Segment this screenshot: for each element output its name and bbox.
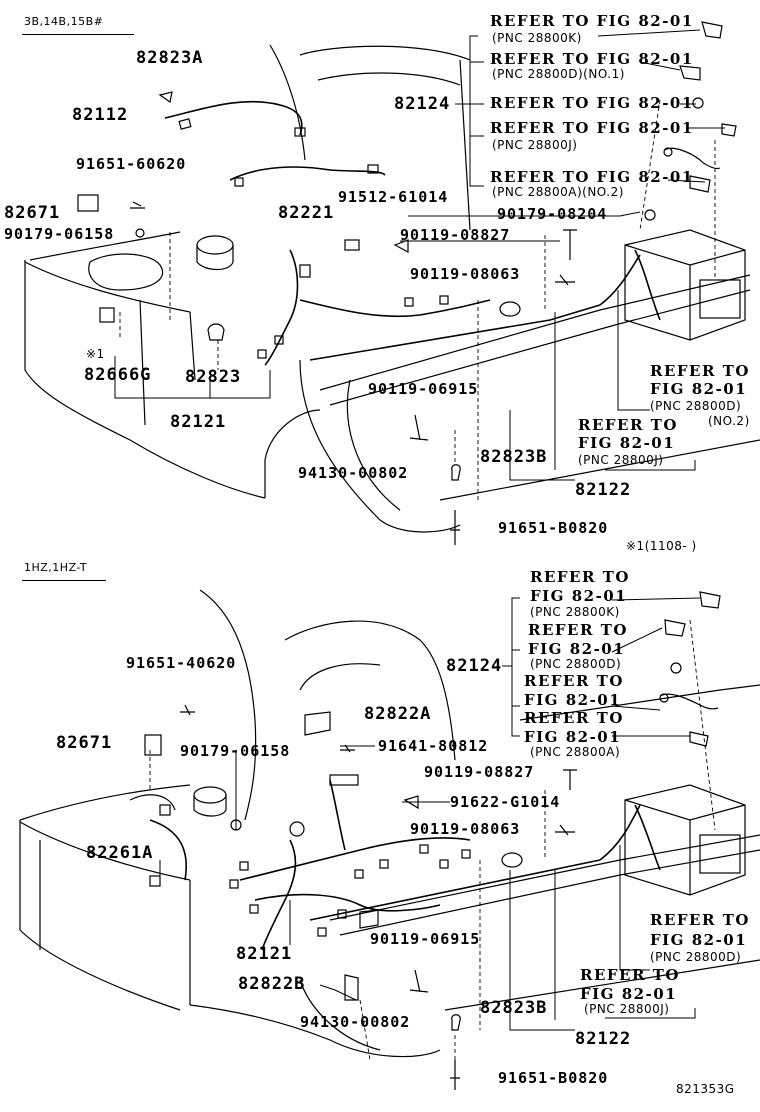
top-ref-right-1-extra: (NO.2) <box>708 414 750 428</box>
part-82823: 82823 <box>185 367 242 387</box>
bottom-ref-bracket <box>159 597 701 1031</box>
top-ref-4: REFER TO FIG 82-01 <box>490 119 694 137</box>
top-ref-icons <box>663 21 737 193</box>
bottom-ref-icons <box>659 591 721 747</box>
top-ref-1: REFER TO FIG 82-01 <box>490 12 694 30</box>
part-82124-top: 82124 <box>394 94 451 114</box>
part-91512-61014: 91512-61014 <box>338 188 449 206</box>
top-ref-2-pnc: (PNC 28800D)(NO.1) <box>492 67 625 81</box>
bottom-ref-3-l1: REFER TO <box>524 672 624 690</box>
top-ref-right-2-pnc: (PNC 28800J) <box>578 453 664 467</box>
part-82261A: 82261A <box>86 843 154 863</box>
part-90179-06158-top: 90179-06158 <box>4 225 115 243</box>
bottom-ref-4-pnc: (PNC 28800A) <box>530 745 621 759</box>
top-ref-4-pnc: (PNC 28800J) <box>492 138 578 152</box>
part-82666G: 82666G <box>84 365 152 385</box>
top-ref-5: REFER TO FIG 82-01 <box>490 168 694 186</box>
top-ref-right-2-l1: REFER TO <box>578 416 678 434</box>
part-82121-top: 82121 <box>170 412 227 432</box>
part-82671-bottom: 82671 <box>56 733 113 753</box>
part-82823B-top: 82823B <box>480 447 548 467</box>
bottom-ref-2-pnc: (PNC 28800D) <box>530 657 622 671</box>
top-engine-label: 3B,14B,15B# <box>24 15 104 28</box>
bottom-drawing <box>19 589 760 1090</box>
bottom-engine-label: 1HZ,1HZ-T <box>24 561 88 574</box>
top-ref-1-pnc: (PNC 28800K) <box>492 31 582 45</box>
part-82221: 82221 <box>278 203 335 223</box>
part-91651-B0820-top: 91651-B0820 <box>498 519 609 537</box>
top-ref-2: REFER TO FIG 82-01 <box>490 50 694 68</box>
part-82822A: 82822A <box>364 704 432 724</box>
part-90119-06915-bottom: 90119-06915 <box>370 930 481 948</box>
part-82822B: 82822B <box>238 974 306 994</box>
top-ref-right-2-l2: FIG 82-01 <box>578 434 676 452</box>
part-82823A-top: 82823A <box>136 48 204 68</box>
top-ref-5-pnc: (PNC 28800A)(NO.2) <box>492 185 624 199</box>
part-90119-08063-bottom: 90119-08063 <box>410 820 521 838</box>
bottom-ref-1-pnc: (PNC 28800K) <box>530 605 620 619</box>
part-90119-08827-top: 90119-08827 <box>400 226 511 244</box>
part-82671-top: 82671 <box>4 203 61 223</box>
bottom-ref-right-2-l2: FIG 82-01 <box>580 985 678 1003</box>
part-91622-G1014: 91622-G1014 <box>450 793 561 811</box>
bottom-ref-right-1-pnc: (PNC 28800D) <box>650 950 742 964</box>
part-91641-80812: 91641-80812 <box>378 737 489 755</box>
top-drawing <box>24 44 760 545</box>
bottom-ref-1-l1: REFER TO <box>530 568 630 586</box>
top-engine-label-box: 3B,14B,15B# <box>22 14 134 35</box>
part-91651-B0820-bottom: 91651-B0820 <box>498 1069 609 1087</box>
note-mark: ※1 <box>86 347 105 361</box>
top-ref-right-1-l2: FIG 82-01 <box>650 380 748 398</box>
bottom-ref-2-l2: FIG 82-01 <box>528 640 626 658</box>
footnote: ※1(1108- ) <box>626 539 697 553</box>
part-82124-bottom: 82124 <box>446 656 503 676</box>
part-82122-top: 82122 <box>575 480 632 500</box>
part-91651-60620: 91651-60620 <box>76 155 187 173</box>
part-90179-06158-bottom: 90179-06158 <box>180 742 291 760</box>
part-94130-00802-bottom: 94130-00802 <box>300 1013 411 1031</box>
bottom-ref-1-l2: FIG 82-01 <box>530 587 628 605</box>
bottom-ref-3-l2: FIG 82-01 <box>524 691 622 709</box>
top-ref-right-1-l1: REFER TO <box>650 362 750 380</box>
bottom-engine-label-box: 1HZ,1HZ-T <box>22 560 106 581</box>
bottom-ref-right-2-l1: REFER TO <box>580 966 680 984</box>
part-94130-00802-top: 94130-00802 <box>298 464 409 482</box>
figure-id: 821353G <box>676 1082 735 1096</box>
bottom-ref-4-l2: FIG 82-01 <box>524 728 622 746</box>
part-90119-06915-top: 90119-06915 <box>368 380 479 398</box>
part-90119-08063-top: 90119-08063 <box>410 265 521 283</box>
top-ref-3: REFER TO FIG 82-01 <box>490 94 694 112</box>
part-82122-bottom: 82122 <box>575 1029 632 1049</box>
bottom-ref-2-l1: REFER TO <box>528 621 628 639</box>
top-ref-bracket <box>114 29 725 481</box>
bottom-ref-right-1-l1: REFER TO <box>650 911 750 929</box>
part-91651-40620: 91651-40620 <box>126 654 237 672</box>
bottom-ref-4-l1: REFER TO <box>524 709 624 727</box>
top-ref-right-1-pnc: (PNC 28800D) <box>650 399 742 413</box>
part-82112-top: 82112 <box>72 105 129 125</box>
part-90179-08204: 90179-08204 <box>497 205 608 223</box>
part-82121-bottom: 82121 <box>236 944 293 964</box>
part-90119-08827-bottom: 90119-08827 <box>424 763 535 781</box>
bottom-ref-right-1-l2: FIG 82-01 <box>650 931 748 949</box>
bottom-ref-right-2-pnc: (PNC 28800J) <box>584 1002 670 1016</box>
part-82823B-bottom: 82823B <box>480 998 548 1018</box>
